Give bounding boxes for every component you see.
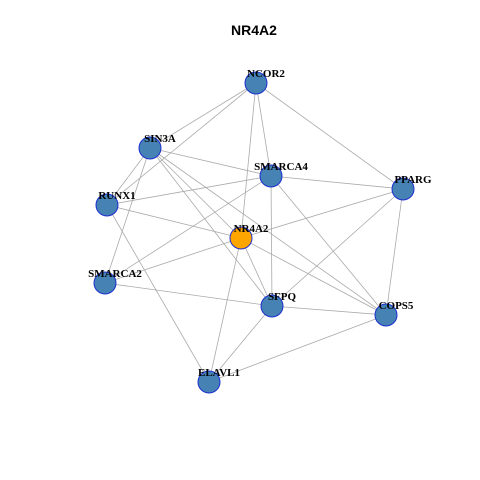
graph-title: NR4A2 <box>231 22 277 38</box>
edge-sin3a-sfpq <box>149 147 273 307</box>
edge-sin3a-cops5 <box>149 147 387 316</box>
edge-sin3a-smarca4 <box>149 147 272 177</box>
node-elavl1 <box>197 370 221 394</box>
node-sfpq <box>260 294 284 318</box>
edge-sin3a-runx1 <box>106 147 151 206</box>
edge-sfpq-cops5 <box>271 305 387 316</box>
node-label-smarca4: SMARCA4 <box>254 161 308 173</box>
edge-smarca2-sfpq <box>104 282 273 307</box>
edge-ncor2-runx1 <box>106 82 257 206</box>
edge-runx1-elavl1 <box>106 204 210 383</box>
edge-pparg-nr4a2 <box>240 188 404 239</box>
edge-sin3a-smarca2 <box>104 147 151 284</box>
edge-runx1-nr4a2 <box>106 204 242 239</box>
edge-sin3a-nr4a2 <box>149 147 242 239</box>
edge-cops5-elavl1 <box>208 314 387 383</box>
edge-ncor2-smarca4 <box>255 82 272 177</box>
node-runx1 <box>95 193 119 217</box>
node-smarca2 <box>93 271 117 295</box>
edge-smarca4-smarca2 <box>104 175 272 284</box>
edge-ncor2-sin3a <box>149 82 257 149</box>
node-cops5 <box>374 303 398 327</box>
node-nr4a2 <box>229 226 253 250</box>
node-label-cops5: COPS5 <box>379 300 414 312</box>
node-label-sfpq: SFPQ <box>268 291 297 303</box>
edge-smarca4-pparg <box>270 175 404 190</box>
node-pparg <box>391 177 415 201</box>
edge-nr4a2-cops5 <box>240 237 387 316</box>
edge-smarca4-cops5 <box>270 175 387 316</box>
edges-layer <box>104 82 404 383</box>
edge-pparg-sfpq <box>271 188 404 307</box>
edge-pparg-cops5 <box>385 188 404 316</box>
node-ncor2 <box>244 71 268 95</box>
nodes-layer <box>93 71 415 394</box>
edge-nr4a2-sfpq <box>240 237 273 307</box>
node-label-ncor2: NCOR2 <box>247 68 285 80</box>
node-sin3a <box>138 136 162 160</box>
edge-ncor2-nr4a2 <box>240 82 257 239</box>
edge-smarca4-runx1 <box>106 175 272 206</box>
node-label-smarca2: SMARCA2 <box>88 268 142 280</box>
node-label-pparg: PPARG <box>394 174 432 186</box>
edge-sfpq-elavl1 <box>208 305 273 383</box>
node-label-nr4a2: NR4A2 <box>234 223 269 235</box>
node-smarca4 <box>259 164 283 188</box>
edge-nr4a2-smarca2 <box>104 237 242 284</box>
edge-smarca4-sfpq <box>270 175 273 307</box>
node-label-runx1: RUNX1 <box>98 190 135 202</box>
node-label-sin3a: SIN3A <box>144 133 176 145</box>
edge-nr4a2-elavl1 <box>208 237 242 383</box>
node-label-elavl1: ELAVL1 <box>198 367 240 379</box>
edge-ncor2-pparg <box>255 82 404 190</box>
